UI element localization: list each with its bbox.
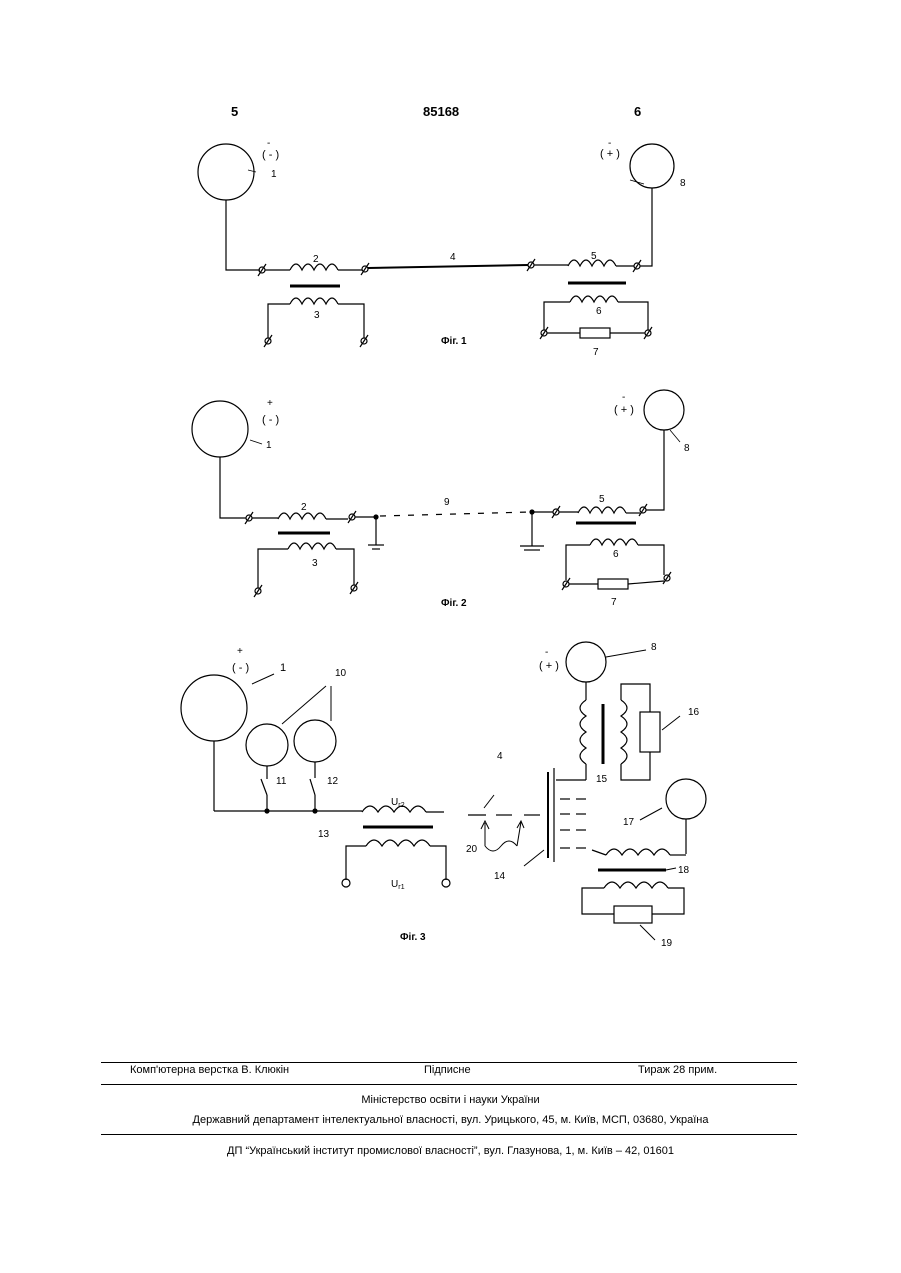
footer-institute: ДП “Український інститут промислової вла…: [0, 1145, 901, 1157]
fig3-ug1: Uг1: [391, 879, 405, 891]
fig3-label-11: 11: [276, 776, 287, 787]
footer-ministry: Міністерство освіти і науки України: [0, 1094, 901, 1106]
footer-circulation: Тираж 28 прим.: [638, 1064, 717, 1076]
fig3-label-8: 8: [651, 642, 657, 653]
fig3-label-4: 4: [497, 751, 503, 762]
fig3-label-15: 15: [596, 774, 608, 785]
footer-rule-top: [101, 1062, 797, 1063]
fig3-ug2: Uг2: [391, 797, 405, 809]
footer-rule-middle: [101, 1084, 797, 1085]
fig3-label-17: 17: [623, 817, 635, 828]
footer-typesetting: Комп'ютерна верстка В. Клюкін: [130, 1064, 289, 1076]
fig3-label-20: 20: [466, 844, 478, 855]
footer-subscription: Підписне: [424, 1064, 471, 1076]
fig3-caption: Фіг. 3: [400, 932, 426, 943]
fig3-label-14: 14: [494, 871, 506, 882]
fig3-label-10: 10: [335, 668, 347, 679]
fig3-pol-right: ( + ): [539, 660, 559, 672]
fig3-label-16: 16: [688, 707, 700, 718]
fig3-label-19: 19: [661, 938, 673, 949]
fig3-pol-left: ( - ): [232, 662, 249, 674]
fig3-pol-right-top: -: [545, 647, 548, 658]
fig3-label-12: 12: [327, 776, 339, 787]
fig3-label-13: 13: [318, 829, 330, 840]
fig3-pol-left-top: +: [237, 646, 243, 657]
fig3-label-1: 1: [280, 662, 286, 674]
footer-department: Державний департамент інтелектуальної вл…: [0, 1114, 901, 1126]
footer-rule-bottom: [101, 1134, 797, 1135]
fig3-label-18: 18: [678, 865, 690, 876]
